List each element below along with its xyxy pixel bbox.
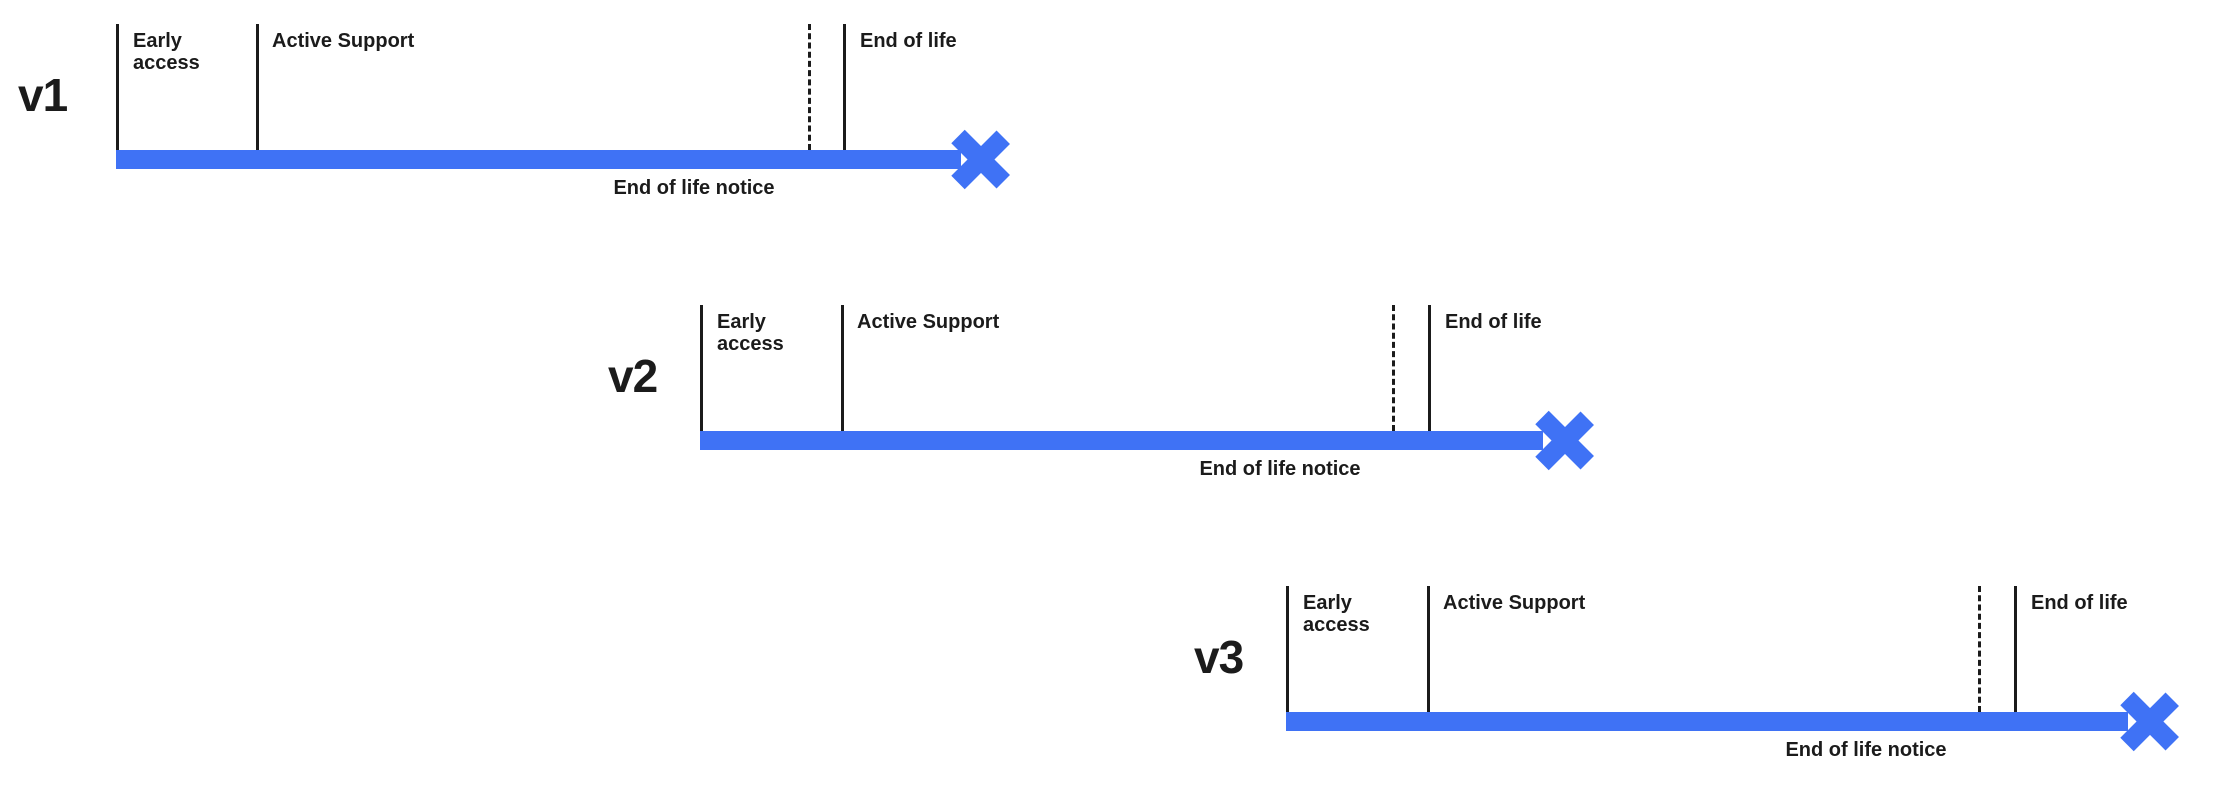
version-label-v3: v3 [1194,631,1244,683]
phase-divider-v2-3 [1428,305,1431,431]
phase-divider-dashed-v1 [808,24,811,150]
end-of-life-notice-label-v1: End of life notice [613,177,775,199]
end-of-life-notice-label-v2: End of life notice [1199,458,1361,480]
phase-label-active-support-v1: Active Support [272,30,415,52]
phase-label-early-access-v3: Early access [1303,592,1370,637]
timeline-arrow-head-v3 [2120,679,2189,764]
phase-divider-v3-3 [2014,586,2017,712]
timeline-arrow-head-v1 [951,117,1020,202]
phase-label-early-access-v2: Early access [717,311,784,356]
phase-divider-v1-3 [843,24,846,150]
phase-label-end-of-life-v3: End of life [2031,592,2128,614]
phase-divider-dashed-v3 [1978,586,1981,712]
version-label-v1: v1 [18,69,68,121]
end-of-life-notice-label-v3: End of life notice [1785,739,1947,761]
phase-divider-v3-0 [1286,586,1289,712]
phase-label-early-access-v1: Early access [133,30,200,75]
phase-label-end-of-life-v1: End of life [860,30,957,52]
timeline-track-v1 [116,150,961,169]
phase-divider-v3-1 [1427,586,1430,712]
phase-divider-dashed-v2 [1392,305,1395,431]
phase-divider-v1-1 [256,24,259,150]
phase-label-active-support-v2: Active Support [857,311,1000,333]
timeline-track-v2 [700,431,1543,450]
phase-label-active-support-v3: Active Support [1443,592,1586,614]
phase-divider-v1-0 [116,24,119,150]
phase-divider-v2-0 [700,305,703,431]
phase-label-end-of-life-v2: End of life [1445,311,1542,333]
timeline-track-v3 [1286,712,2128,731]
version-label-v2: v2 [608,350,658,402]
phase-divider-v2-1 [841,305,844,431]
timeline-arrow-head-v2 [1535,398,1604,483]
